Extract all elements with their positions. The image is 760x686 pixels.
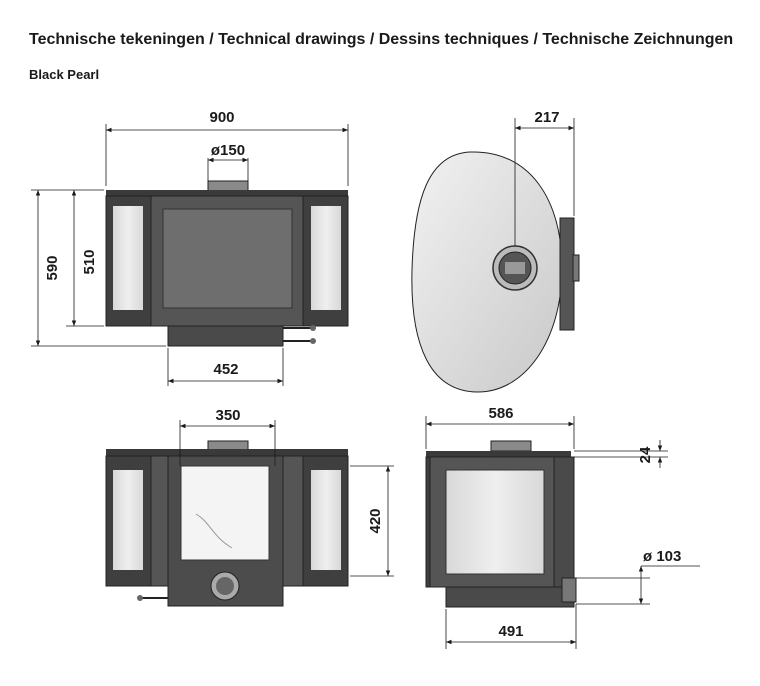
dim-rear-flue: ø 103 xyxy=(576,548,700,605)
dim-door-height: 420 xyxy=(350,465,394,577)
label-510: 510 xyxy=(81,249,98,274)
dim-flue-diameter: ø150 xyxy=(207,142,249,181)
label-452: 452 xyxy=(213,361,238,378)
side-view xyxy=(425,440,577,608)
label-24: 24 xyxy=(637,446,654,463)
dim-front-width: 900 xyxy=(105,109,349,186)
label-420: 420 xyxy=(367,508,384,533)
dim-base-width: 452 xyxy=(167,348,284,386)
dim-height-body: 510 xyxy=(66,190,104,327)
dim-top-plate: 24 xyxy=(574,440,668,468)
label-150: ø150 xyxy=(211,142,245,159)
label-491: 491 xyxy=(498,623,523,640)
model-name: Black Pearl xyxy=(29,67,100,82)
top-view xyxy=(411,151,580,393)
label-900: 900 xyxy=(209,109,234,126)
dim-door-width: 350 xyxy=(179,407,276,466)
dim-height-total: 590 xyxy=(31,189,166,347)
label-350: 350 xyxy=(215,407,240,424)
label-586: 586 xyxy=(488,405,513,422)
label-103: ø 103 xyxy=(643,548,681,565)
door-view xyxy=(105,440,349,607)
label-590: 590 xyxy=(44,255,61,280)
dim-side-depth: 586 xyxy=(425,405,575,449)
dim-side-base: 491 xyxy=(445,604,577,649)
front-view xyxy=(105,180,349,347)
label-217: 217 xyxy=(534,109,559,126)
page-title: Technische tekeningen / Technical drawin… xyxy=(29,31,734,48)
dim-top-offset: 217 xyxy=(514,109,575,246)
